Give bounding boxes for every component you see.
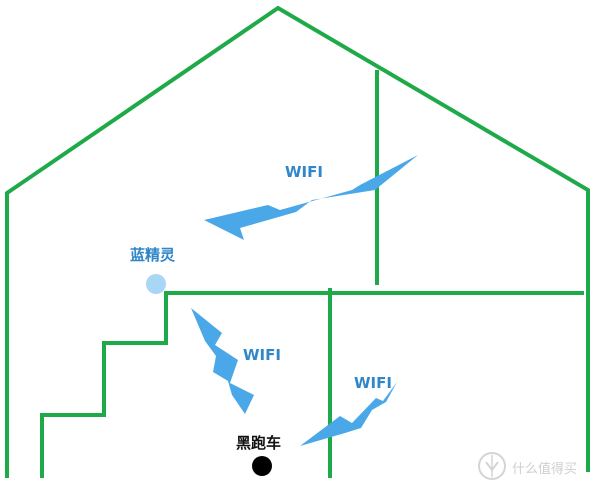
wifi-label-upper: WIFI: [285, 163, 323, 181]
roof-and-outer-walls: [5, 5, 590, 478]
watermark-text: 什么值得买: [512, 462, 578, 477]
wifi-bolt-upper: [204, 155, 418, 240]
wifi-bolt-stairs: [191, 308, 254, 414]
wifi-label-stairs: WIFI: [243, 346, 281, 364]
black-device-label: 黑跑车: [236, 434, 282, 452]
value-icon: [478, 452, 506, 480]
black-device-dot: [252, 456, 272, 476]
wifi-bolt-lower-right: [300, 382, 397, 446]
wifi-label-lower-right: WIFI: [354, 374, 392, 392]
blue-device-dot: [146, 274, 166, 294]
staircase: [40, 291, 168, 478]
blue-device-label: 蓝精灵: [130, 246, 176, 264]
